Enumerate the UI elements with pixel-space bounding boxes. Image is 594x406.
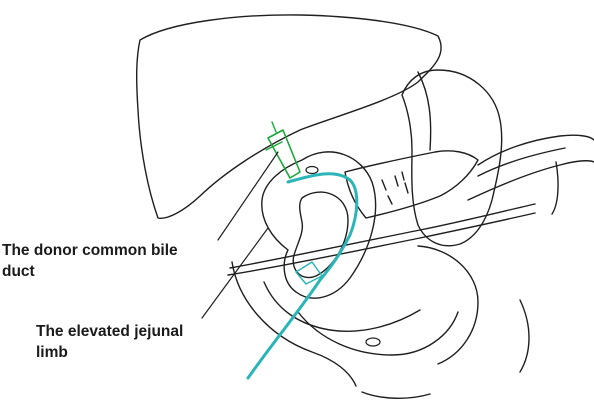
colon-lower-edge: [467, 160, 594, 201]
bowel-segment-right: [519, 299, 530, 373]
bile-duct-graft-stem: [271, 121, 277, 133]
colon-upper-edge: [477, 134, 594, 166]
duodenal-outline: [231, 261, 357, 387]
papilla-oval-upper: [305, 165, 319, 175]
ligament-line-upper: [229, 203, 536, 269]
label-elevated-jejunal-limb-line1: The elevated jejunal: [36, 323, 184, 340]
stent-tube-inner: [246, 172, 359, 380]
label-elevated-jejunal-limb: The elevated jejunal limb: [36, 321, 183, 363]
liver-outline: [135, 14, 442, 219]
ligament-line-lower: [227, 212, 536, 276]
papilla-oval-lower: [365, 337, 381, 347]
leader-line-bile-duct: [217, 151, 279, 241]
jejunal-loop-inner: [292, 191, 349, 279]
label-donor-common-bile-duct: The donor common bile duct: [2, 240, 178, 282]
leader-line-jejunal-limb: [201, 227, 269, 319]
pancreas-hatch: [381, 171, 409, 205]
stomach-outline: [401, 69, 503, 247]
bile-duct-graft-top: [265, 141, 283, 151]
colon-descending: [551, 161, 559, 215]
label-elevated-jejunal-limb-line2: limb: [36, 344, 68, 361]
colon-band: [477, 147, 566, 177]
label-donor-common-bile-duct-line2: duct: [2, 263, 35, 280]
bowel-loop-right: [417, 245, 479, 365]
label-donor-common-bile-duct-line1: The donor common bile: [2, 242, 178, 259]
bile-duct-graft: [267, 129, 301, 179]
bowel-loop-lower: [297, 311, 459, 356]
pancreas-outline: [344, 150, 479, 219]
stent-sheath: [295, 261, 323, 285]
bowel-loop-left: [263, 281, 421, 332]
stomach-fold: [417, 71, 432, 151]
bowel-segment-bottom: [361, 391, 431, 399]
